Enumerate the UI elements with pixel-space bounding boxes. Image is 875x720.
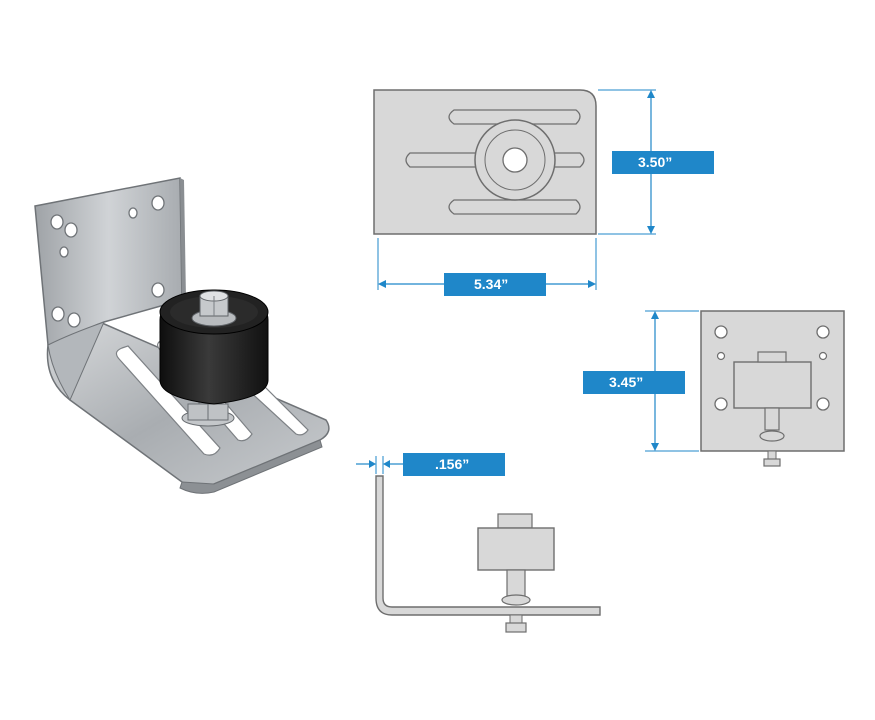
bracket-front-view-icon (700, 310, 845, 467)
bracket-top-view-icon (373, 89, 597, 235)
width-badge (583, 371, 685, 394)
height-dimension: 3.50” (598, 89, 714, 235)
length-label: 5.34” (474, 276, 508, 292)
height-label: 3.50” (638, 154, 672, 170)
width-label: 3.45” (609, 374, 643, 390)
thickness-badge (403, 453, 505, 476)
height-badge (612, 151, 714, 174)
length-dimension: 5.34” (377, 238, 597, 296)
thickness-dimension: .156” (356, 453, 505, 476)
length-badge (444, 273, 546, 296)
thickness-label: .156” (435, 456, 469, 472)
bracket-side-view-icon (375, 475, 601, 633)
stay-roller-bracket-icon (34, 177, 330, 494)
width-dimension: 3.45” (583, 310, 699, 452)
